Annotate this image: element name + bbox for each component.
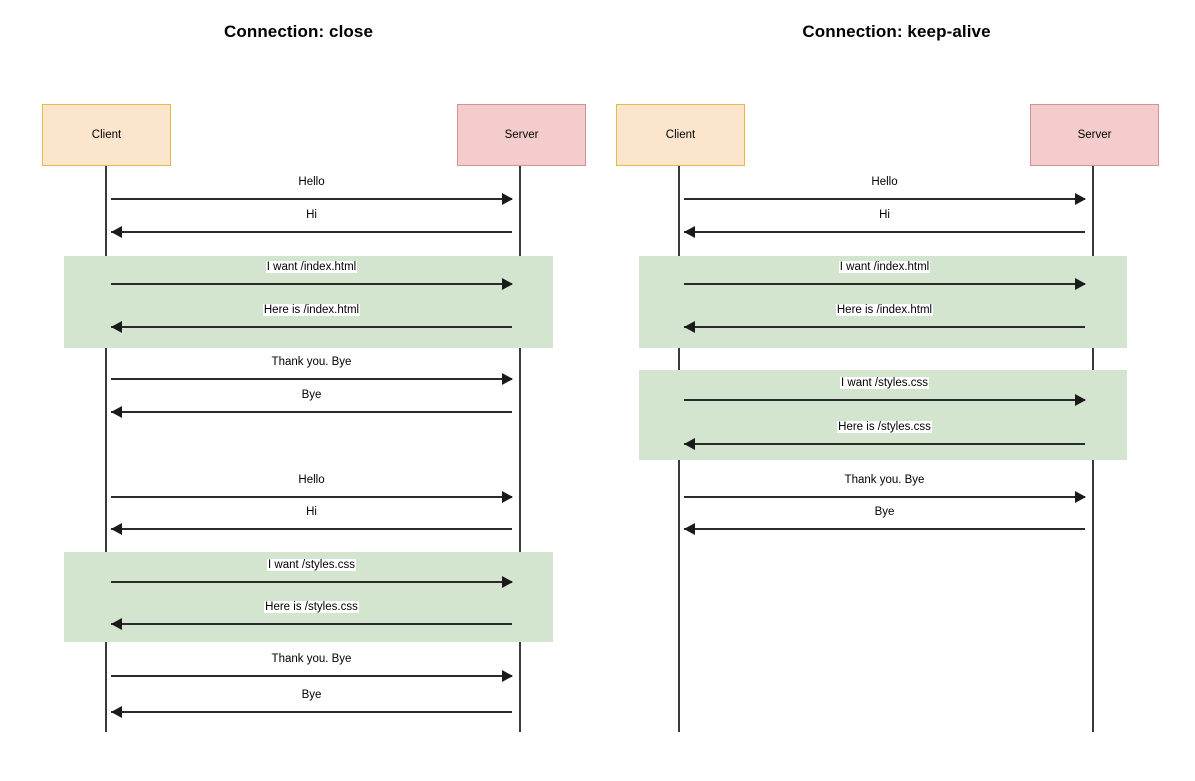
message-label: Thank you. Bye (270, 653, 353, 665)
message-label: I want /styles.css (840, 377, 929, 389)
arrowhead-right-icon (502, 575, 513, 588)
lifeline-client (105, 166, 107, 732)
arrowhead-right-icon (502, 192, 513, 205)
arrowhead-left-icon (111, 522, 122, 535)
participant-box-client: Client (616, 104, 745, 166)
message-line (684, 528, 1085, 530)
arrowhead-right-icon (502, 372, 513, 385)
message-label: Bye (873, 506, 896, 518)
arrowhead-left-icon (684, 437, 695, 450)
participant-box-client: Client (42, 104, 171, 166)
arrowhead-left-icon (111, 617, 122, 630)
diagram-title: Connection: keep-alive (802, 22, 991, 41)
participant-box-server: Server (457, 104, 586, 166)
arrowhead-left-icon (684, 225, 695, 238)
message-label: Hello (870, 176, 899, 188)
message-line (684, 326, 1085, 328)
message-label: Bye (300, 689, 323, 701)
message-label: I want /styles.css (267, 559, 356, 571)
message-line (111, 623, 512, 625)
arrowhead-left-icon (111, 225, 122, 238)
message-line (111, 675, 512, 677)
arrowhead-right-icon (502, 490, 513, 503)
diagram-title: Connection: close (223, 22, 374, 41)
message-label: Here is /styles.css (837, 421, 932, 433)
arrowhead-right-icon (1075, 192, 1086, 205)
arrowhead-left-icon (684, 522, 695, 535)
sequence-diagram-close: Connection: close Client Server Hello Hi… (0, 0, 597, 781)
arrowhead-left-icon (111, 405, 122, 418)
message-line (111, 326, 512, 328)
message-line (684, 399, 1085, 401)
message-line (684, 231, 1085, 233)
arrowhead-left-icon (684, 320, 695, 333)
message-label: I want /index.html (838, 261, 931, 273)
message-label: Bye (300, 389, 323, 401)
message-line (111, 378, 512, 380)
message-label: Here is /styles.css (264, 601, 359, 613)
message-line (684, 283, 1085, 285)
message-line (111, 711, 512, 713)
arrowhead-right-icon (1075, 277, 1086, 290)
participant-label-client: Client (91, 129, 122, 141)
message-label: I want /index.html (265, 261, 358, 273)
arrowhead-left-icon (111, 320, 122, 333)
message-label: Hi (305, 506, 318, 518)
message-label: Hi (878, 209, 891, 221)
message-label: Thank you. Bye (270, 356, 353, 368)
message-line (684, 198, 1085, 200)
arrowhead-right-icon (1075, 393, 1086, 406)
message-line (111, 231, 512, 233)
participant-label-client: Client (665, 129, 696, 141)
sequence-diagram-keepalive: Connection: keep-alive Client Server Hel… (598, 0, 1195, 781)
arrowhead-right-icon (502, 277, 513, 290)
message-line (111, 496, 512, 498)
message-line (111, 581, 512, 583)
message-label: Hello (297, 176, 326, 188)
message-label: Hello (297, 474, 326, 486)
lifeline-server (519, 166, 521, 732)
message-label: Here is /index.html (835, 304, 934, 316)
message-line (111, 283, 512, 285)
message-line (684, 443, 1085, 445)
message-label: Thank you. Bye (843, 474, 926, 486)
message-label: Hi (305, 209, 318, 221)
participant-label-server: Server (504, 129, 539, 141)
message-label: Here is /index.html (262, 304, 361, 316)
arrowhead-right-icon (1075, 490, 1086, 503)
message-line (111, 528, 512, 530)
message-line (111, 411, 512, 413)
arrowhead-left-icon (111, 705, 122, 718)
arrowhead-right-icon (502, 669, 513, 682)
participant-label-server: Server (1077, 129, 1112, 141)
message-line (684, 496, 1085, 498)
message-line (111, 198, 512, 200)
participant-box-server: Server (1030, 104, 1159, 166)
